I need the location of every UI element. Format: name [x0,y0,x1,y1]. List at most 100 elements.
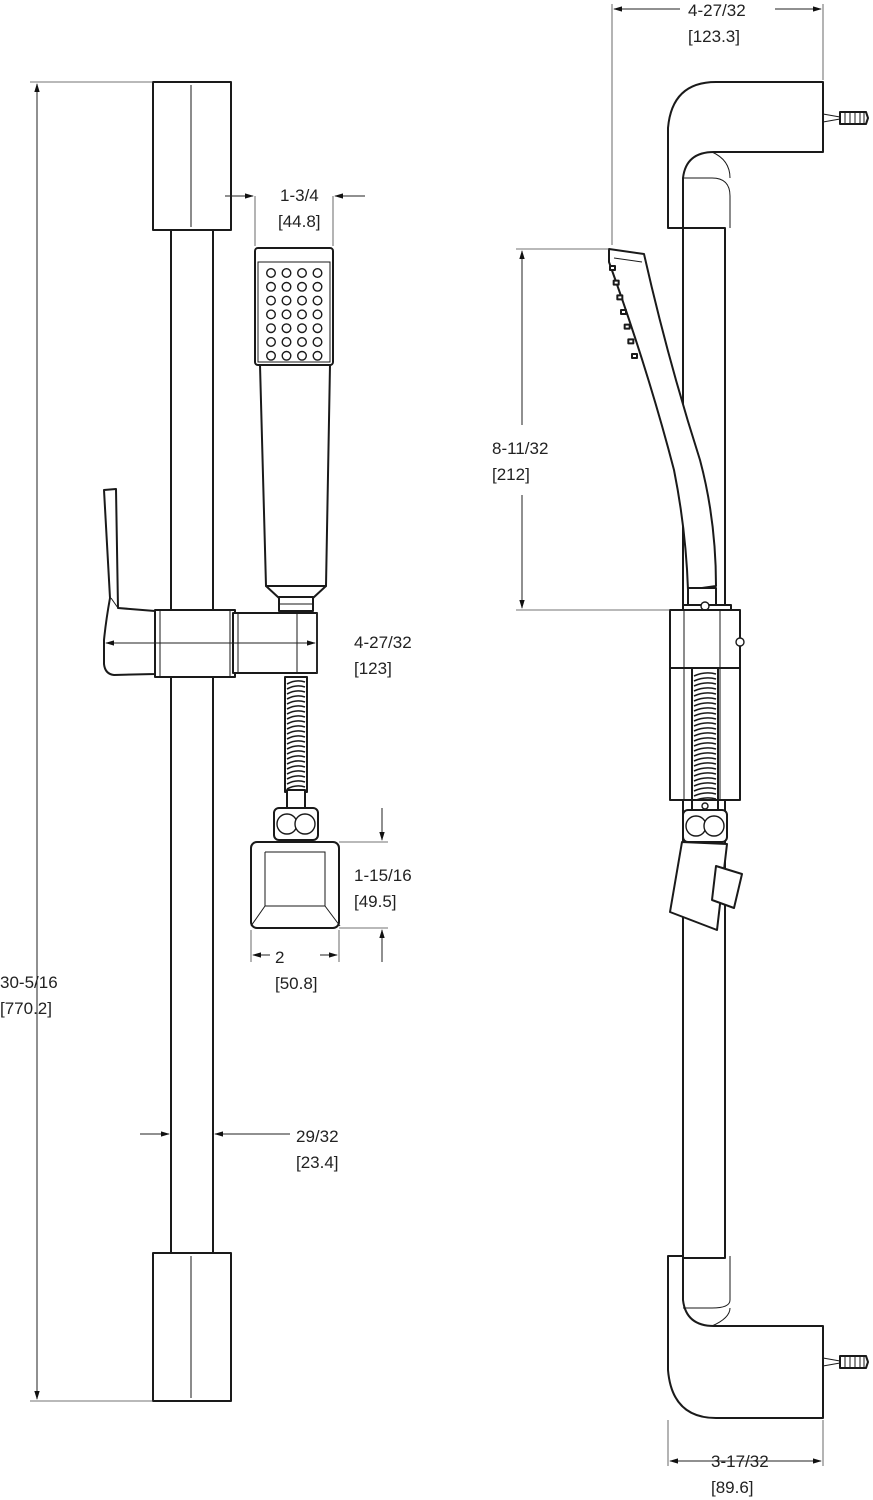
side-hose-coil [693,672,717,802]
dim-bracket-width-metric: [50.8] [275,974,318,993]
spray-hole [266,309,277,320]
dim-slider-projection-fraction: 4-27/32 [354,633,412,652]
hose-coil-turn [693,752,717,757]
spray-nub [631,353,638,359]
hose-coil-turn [693,737,717,742]
side-wall-bracket [669,841,743,931]
dim-side-top-depth-metric: [123.3] [688,27,740,46]
spray-hole [312,295,323,306]
spray-hole [297,295,308,306]
hose-coil-turn [286,690,306,695]
spray-hole [297,281,308,292]
hose-coil-turn [693,747,717,752]
spray-hole [312,309,323,320]
dim-bracket-width-fraction: 2 [275,948,284,967]
hose-coil-turn [693,727,717,732]
spray-hole [297,309,308,320]
spray-hole [266,268,277,279]
front-slide-bar [170,225,214,1261]
dim-overall-length-fraction: 30-5/16 [0,973,58,992]
spray-hole [281,295,292,306]
side-top-wall-screw [822,111,869,125]
side-view [608,81,869,1419]
hose-coil-turn [286,760,306,765]
side-bottom-mount [667,1255,824,1419]
hose-coil-turn [693,677,717,682]
dim-bracket-height-metric: [49.5] [354,892,397,911]
front-hose-coil [286,680,306,790]
side-spray-nubs [609,265,638,359]
spray-hole [312,281,323,292]
hose-coil-turn [693,732,717,737]
hose-coil-turn [286,745,306,750]
dim-overall-length-metric: [770.2] [0,999,52,1018]
spray-hole [312,337,323,348]
front-view [103,81,341,1402]
spray-hole [266,337,277,348]
spray-hole [266,323,277,334]
hose-coil-turn [286,695,306,700]
hose-coil-turn [286,680,306,685]
spray-nub [620,309,627,315]
spray-hole [297,323,308,334]
spray-face-holes [266,268,323,361]
hose-coil-turn [286,780,306,785]
hose-coil-turn [693,687,717,692]
hose-coil-turn [286,685,306,690]
dim-handshower-length-fraction: 8-11/32 [492,439,548,458]
hose-coil-turn [286,765,306,770]
dim-side-top-depth-fraction: 4-27/32 [688,1,746,20]
hose-coil-turn [693,702,717,707]
dim-handshower-width-fraction: 1-3/4 [280,186,319,205]
hose-coil-turn [286,730,306,735]
side-hose-connector [682,809,728,843]
spray-hole [297,268,308,279]
hose-coil-turn [286,715,306,720]
hose-coil-turn [693,757,717,762]
hose-coil-turn [693,707,717,712]
side-top-mount [667,81,824,229]
hose-coil-turn [286,700,306,705]
spray-hole [281,350,292,361]
hose-coil-turn [693,782,717,787]
front-bottom-mount [152,1252,232,1402]
hose-coil-turn [286,735,306,740]
spray-nub [609,265,616,271]
hose-coil-turn [286,705,306,710]
hose-coil-turn [693,787,717,792]
hose-coil-turn [286,775,306,780]
hose-coil-turn [693,742,717,747]
spray-hole [297,337,308,348]
hose-coil-turn [693,762,717,767]
hose-coil-turn [286,725,306,730]
side-bottom-wall-screw [822,1355,869,1369]
spray-nub [627,338,635,345]
spray-nub [623,323,631,330]
dim-bar-diameter-fraction: 29/32 [296,1127,339,1146]
dim-handshower-width-metric: [44.8] [278,212,321,231]
hose-coil-turn [286,710,306,715]
dim-side-bottom-depth-metric: [89.6] [711,1478,754,1497]
side-hand-shower [608,248,717,607]
front-wall-bracket [250,841,341,929]
dim-handshower-length-metric: [212] [492,465,530,484]
front-top-mount [152,81,232,231]
hose-coil-turn [693,767,717,772]
spray-hole [297,350,308,361]
spray-hole [312,268,323,279]
hose-coil-turn [693,772,717,777]
hose-coil-turn [286,785,306,790]
hose-coil-turn [286,770,306,775]
hose-coil-turn [286,755,306,760]
spray-hole [266,281,277,292]
spray-hole [312,323,323,334]
side-dimensions [516,4,824,1466]
front-dimensions [30,81,388,1402]
spray-hole [266,350,277,361]
spray-nub [616,294,624,301]
hose-coil-turn [693,697,717,702]
spray-hole [281,268,292,279]
spray-hole [312,350,323,361]
hose-coil-turn [286,740,306,745]
spray-nub [612,279,620,286]
